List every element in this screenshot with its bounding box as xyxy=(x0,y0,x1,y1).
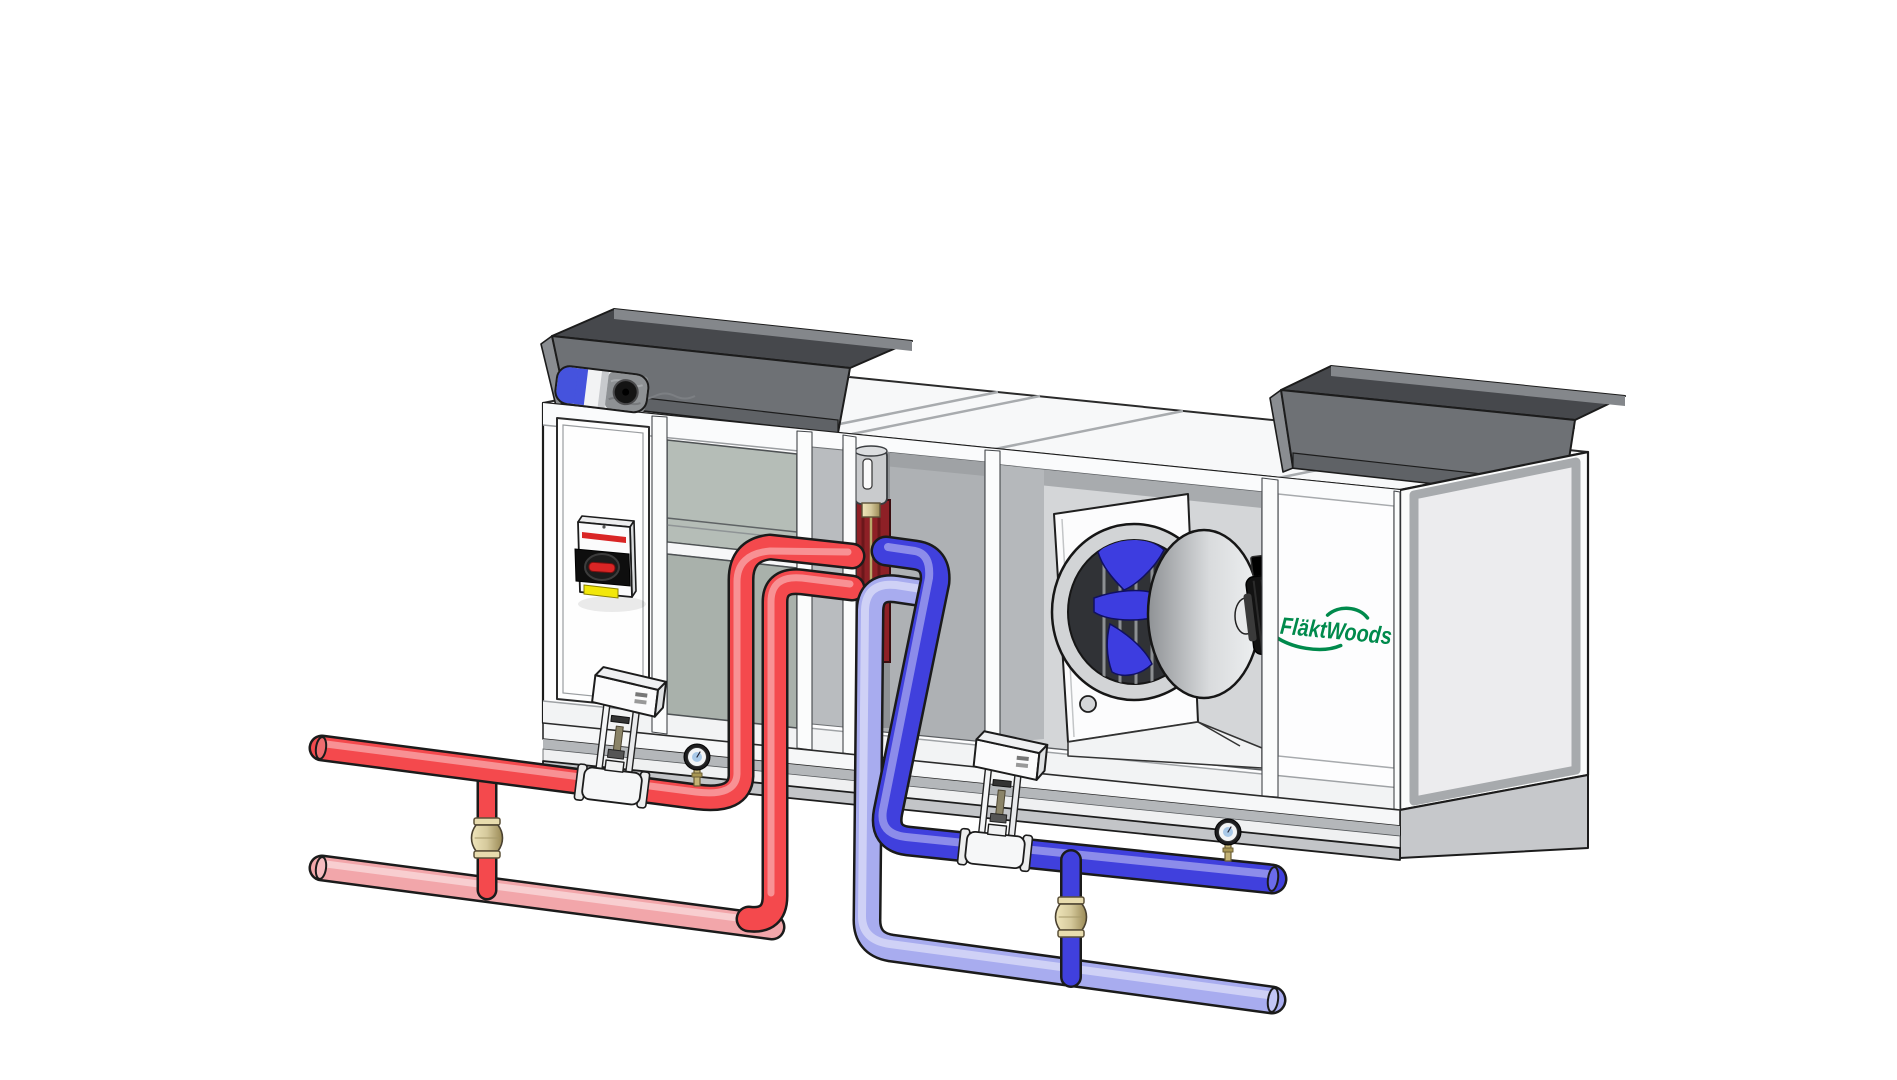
fan-blade-mid xyxy=(1093,589,1157,621)
fan-section xyxy=(999,464,1297,771)
cold-water-circuit xyxy=(852,535,1288,1015)
hot-return-main-pipe xyxy=(311,857,783,938)
base-frame xyxy=(542,722,1401,861)
switch-yellow-label xyxy=(583,584,619,599)
logo-swoosh-upper xyxy=(1325,606,1370,620)
hot-water-circuit xyxy=(308,533,866,941)
switch-red-stripe xyxy=(582,532,626,543)
hot-return-riser-pipe xyxy=(738,570,863,931)
bulkhead-hole xyxy=(1079,695,1097,713)
cold-return-pipe xyxy=(855,576,1284,1012)
sill-band xyxy=(543,701,1400,810)
intake-hood-right xyxy=(1269,365,1626,499)
hot-supply-pipe xyxy=(311,536,863,809)
damper-actuator xyxy=(554,365,650,414)
unit-front-face: FläktWoods xyxy=(541,401,1402,812)
cold-balancing-valve xyxy=(1054,896,1088,938)
air-bleed-valve xyxy=(854,445,888,604)
logo-panel: FläktWoods xyxy=(1269,493,1395,769)
fan-blade-bottom xyxy=(1106,622,1153,677)
cold-supply-pipe xyxy=(873,538,1285,892)
hot-balancing-valve xyxy=(470,817,504,859)
hood-left-inner-wall xyxy=(614,309,912,351)
exhaust-hood-left xyxy=(540,308,913,434)
switch-knob xyxy=(584,553,620,581)
section-mullions xyxy=(651,415,1401,811)
fan-blade-top xyxy=(1097,540,1165,591)
end-panel xyxy=(1398,450,1590,859)
hood-right-inner-wall xyxy=(1331,366,1625,406)
fan-impeller xyxy=(1093,540,1165,677)
isolator-switch xyxy=(574,515,646,612)
